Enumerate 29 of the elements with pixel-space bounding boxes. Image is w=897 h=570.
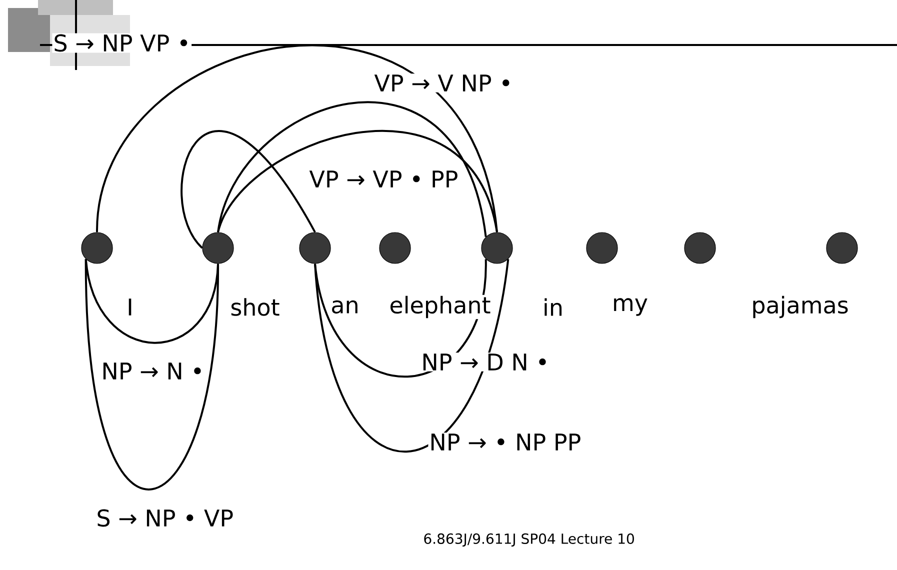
word-label: shot: [229, 297, 281, 317]
arc: [84, 259, 219, 490]
chart-node: [481, 232, 513, 264]
rule-label: VP → V NP •: [373, 74, 514, 92]
word-label: I: [126, 298, 134, 316]
chart-node: [586, 232, 618, 264]
word-label: an: [330, 299, 360, 315]
rule-label: NP → • NP PP: [428, 432, 582, 452]
rule-label: NP → D N •: [420, 352, 550, 372]
arc: [314, 259, 510, 452]
chart-node: [684, 232, 716, 264]
footer-text: 6.863J/9.611J SP04 Lecture 10: [422, 532, 636, 548]
word-label: elephant: [388, 294, 492, 320]
chart-node: [299, 232, 331, 264]
arc: [217, 130, 498, 233]
arc: [96, 46, 498, 232]
word-label: in: [542, 297, 564, 317]
chart-node: [81, 232, 113, 264]
chart-node: [379, 232, 411, 264]
word-label: pajamas: [750, 294, 850, 320]
rule-label: S → NP • VP: [95, 508, 235, 528]
arc: [180, 130, 316, 249]
rule-label: NP → N •: [100, 362, 206, 380]
rule-label: S → NP VP •: [52, 33, 192, 53]
chart-node: [826, 232, 858, 264]
rule-label: VP → VP • PP: [308, 170, 460, 188]
chart-node: [202, 232, 234, 264]
word-label: my: [611, 297, 649, 317]
arc: [217, 102, 487, 238]
